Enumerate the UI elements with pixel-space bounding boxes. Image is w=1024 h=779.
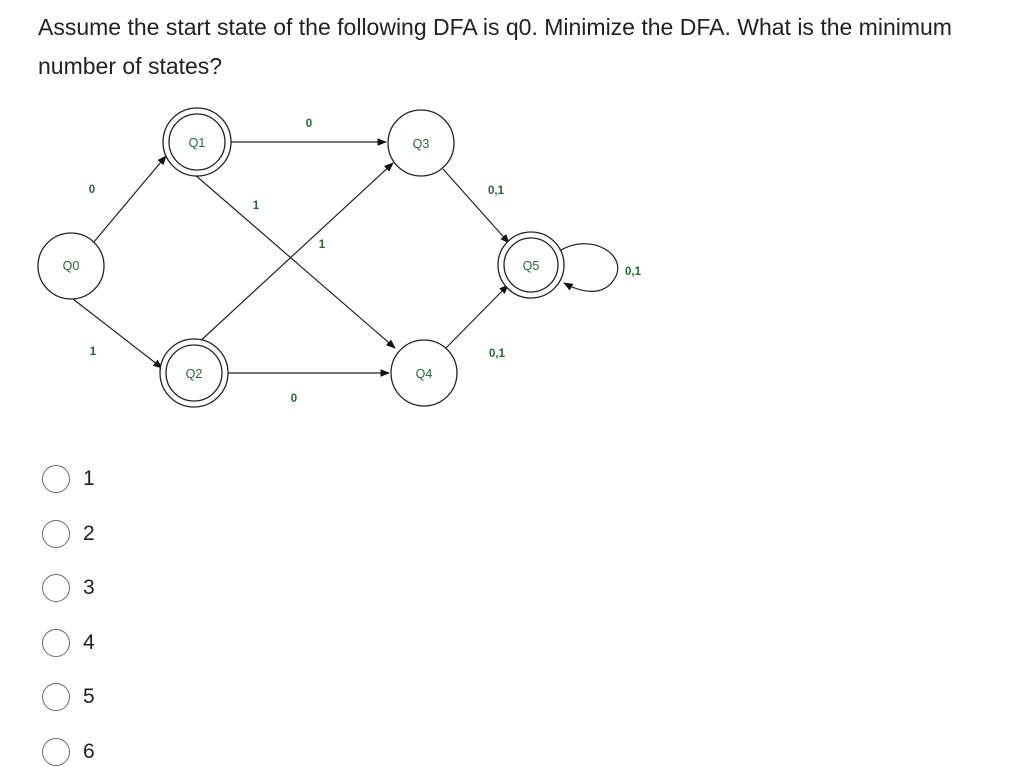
option-2[interactable]: 2 <box>42 507 95 562</box>
state-q3: Q3 <box>388 110 454 176</box>
label-q3-q5: 0,1 <box>488 185 505 197</box>
state-q4: Q4 <box>391 340 457 406</box>
state-q2-label: Q2 <box>186 367 203 381</box>
option-label: 6 <box>83 740 95 764</box>
label-q1-q4: 1 <box>253 200 260 212</box>
state-q4-label: Q4 <box>416 367 433 381</box>
option-label: 1 <box>83 467 95 491</box>
state-q1: Q1 <box>163 108 231 176</box>
state-q5: Q5 <box>498 232 564 298</box>
option-label: 5 <box>83 685 95 709</box>
radio-button[interactable] <box>42 465 70 493</box>
state-q0-label: Q0 <box>63 259 80 273</box>
radio-button[interactable] <box>42 574 70 602</box>
option-1[interactable]: 1 <box>42 452 95 507</box>
edge-q0-q2 <box>73 299 162 368</box>
radio-button[interactable] <box>42 738 70 766</box>
edge-q2-q3 <box>196 163 393 345</box>
state-q1-label: Q1 <box>189 136 206 150</box>
state-q5-label: Q5 <box>523 259 540 273</box>
label-q5-self: 0,1 <box>625 266 642 278</box>
edge-q0-q1 <box>93 156 166 243</box>
edge-q3-q5 <box>443 169 509 243</box>
label-q2-q4: 0 <box>291 393 297 405</box>
edge-q5-self <box>558 244 618 292</box>
state-q0: Q0 <box>38 233 104 299</box>
radio-button[interactable] <box>42 683 70 711</box>
label-q2-q3: 1 <box>319 239 326 251</box>
option-5[interactable]: 5 <box>42 670 95 725</box>
option-6[interactable]: 6 <box>42 725 95 779</box>
option-label: 3 <box>83 576 95 600</box>
edge-q1-q4 <box>194 174 395 348</box>
label-q0-q2: 1 <box>90 346 97 358</box>
label-q4-q5: 0,1 <box>489 348 506 360</box>
state-q3-label: Q3 <box>413 137 430 151</box>
radio-button[interactable] <box>42 629 70 657</box>
edge-q4-q5 <box>445 285 508 349</box>
dfa-states: Q0 Q1 Q2 Q3 Q4 Q5 <box>38 108 564 407</box>
dfa-diagram: Q0 Q1 Q2 Q3 Q4 Q5 0 1 0 1 1 <box>0 0 1024 430</box>
option-3[interactable]: 3 <box>42 561 95 616</box>
option-label: 4 <box>83 631 95 655</box>
label-q1-q3: 0 <box>306 118 312 130</box>
radio-button[interactable] <box>42 520 70 548</box>
option-4[interactable]: 4 <box>42 616 95 671</box>
state-q2: Q2 <box>160 339 228 407</box>
label-q0-q1: 0 <box>89 184 95 196</box>
answer-options: 1 2 3 4 5 6 <box>42 452 95 779</box>
option-label: 2 <box>83 522 95 546</box>
